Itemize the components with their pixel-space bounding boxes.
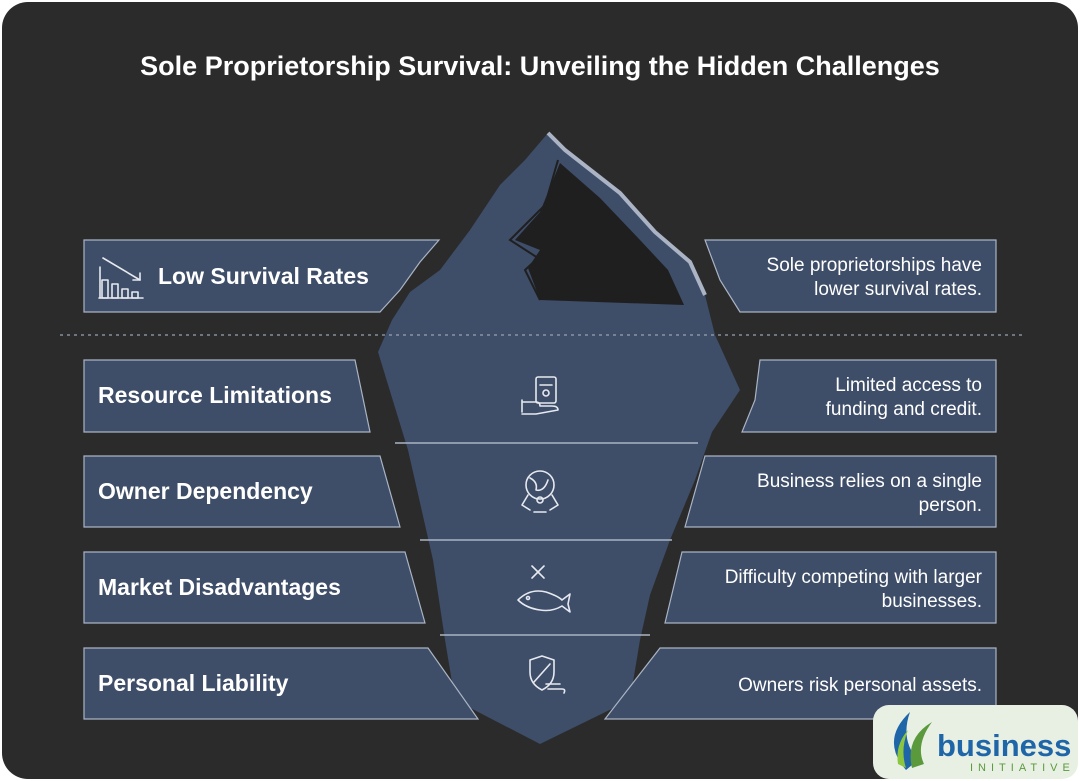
label-low-survival-rates: Low Survival Rates: [158, 263, 369, 289]
iceberg-peak-shadow-edge: [508, 159, 559, 301]
desc-market-line2: businesses.: [882, 591, 982, 612]
desc-low-survival-line1: Sole proprietorships have: [767, 255, 982, 276]
desc-box-low-survival: [704, 239, 997, 313]
logo-main-text: business: [937, 728, 1071, 763]
desc-box-resource-limitations: [741, 359, 997, 433]
desc-box-market-disadvantages: [664, 551, 997, 624]
person-globe-icon: [521, 470, 559, 513]
logo-sub-text: INITIATIVE: [970, 762, 1075, 774]
leaf-swirl-icon: [893, 712, 932, 770]
business-initiative-logo: business INITIATIVE: [873, 705, 1078, 779]
iceberg-peak-shadow: [515, 163, 684, 305]
diagram-title: Sole Proprietorship Survival: Unveiling …: [140, 51, 940, 81]
declining-bar-chart-icon: [98, 257, 144, 299]
label-owner-dependency: Owner Dependency: [98, 478, 313, 504]
label-resource-limitations: Resource Limitations: [98, 382, 332, 408]
label-personal-liability: Personal Liability: [98, 670, 289, 696]
desc-resource-line1: Limited access to: [835, 375, 982, 396]
label-box-low-survival: [83, 239, 441, 313]
desc-resource-line2: funding and credit.: [826, 399, 982, 420]
label-box-personal-liability: [83, 647, 480, 720]
desc-liability-line1: Owners risk personal assets.: [738, 675, 982, 696]
label-market-disadvantages: Market Disadvantages: [98, 574, 341, 600]
money-hand-icon: [521, 376, 559, 415]
label-box-market-disadvantages: [83, 551, 426, 624]
label-box-resource-limitations: [83, 359, 371, 433]
desc-owner-line1: Business relies on a single: [757, 471, 982, 492]
desc-low-survival-line2: lower survival rates.: [814, 279, 982, 300]
desc-market-line1: Difficulty competing with larger: [725, 567, 983, 588]
iceberg-peak-outline: [546, 131, 707, 296]
shield-risk-icon: [529, 655, 566, 694]
desc-box-owner-dependency: [684, 455, 997, 528]
big-fish-icon: [517, 565, 571, 613]
label-box-owner-dependency: [83, 455, 401, 528]
desc-owner-line2: person.: [919, 495, 982, 516]
